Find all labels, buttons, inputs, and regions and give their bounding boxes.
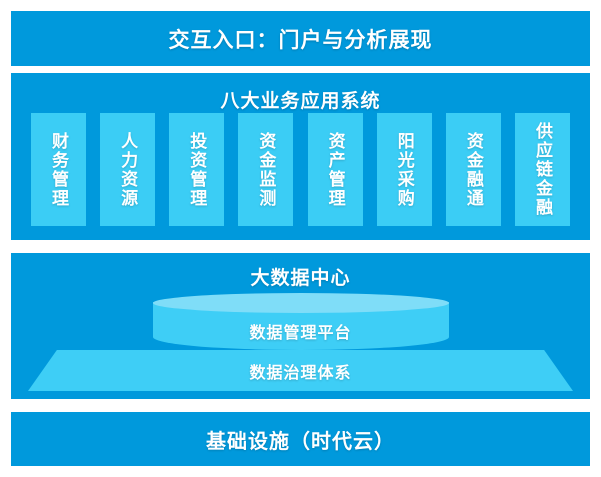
- bigdata-layer-title: 大数据中心: [250, 268, 351, 289]
- cylinder-top-ellipse-shape: [152, 293, 449, 313]
- bigdata-layer: 大数据中心 数据管理平台 数据治理体系: [11, 253, 590, 399]
- data-governance-label: 数据治理体系: [249, 364, 352, 382]
- application-box-label: 资金融通: [463, 131, 483, 208]
- application-box-label: 资产管理: [325, 131, 345, 208]
- application-box[interactable]: 资金融通: [445, 113, 501, 226]
- infrastructure-layer-title: 基础设施（时代云）: [206, 430, 395, 453]
- application-box[interactable]: 财务管理: [31, 113, 86, 226]
- application-box-row: 财务管理 人力资源 投资管理 资金监测 资产管理 阳光采购 资金融通 供应链金融: [31, 113, 570, 226]
- application-box-label: 资金监测: [256, 131, 276, 208]
- portal-layer-title: 交互入口：门户与分析展现: [168, 28, 433, 52]
- trapezoid-shape: [28, 350, 573, 391]
- application-box-label: 投资管理: [187, 131, 207, 208]
- application-box[interactable]: 资产管理: [307, 113, 363, 226]
- application-box-label: 人力资源: [118, 131, 138, 208]
- application-box-label: 供应链金融: [532, 122, 552, 217]
- application-box[interactable]: 投资管理: [169, 113, 225, 226]
- application-box[interactable]: 阳光采购: [376, 113, 432, 226]
- infrastructure-layer: 基础设施（时代云）: [11, 412, 590, 466]
- applications-layer-title: 八大业务应用系统: [220, 91, 381, 112]
- data-platform-cylinder[interactable]: 数据管理平台: [152, 293, 449, 355]
- portal-layer: 交互入口：门户与分析展现: [11, 11, 590, 66]
- application-box-label: 财务管理: [49, 131, 68, 208]
- data-platform-label: 数据管理平台: [249, 325, 352, 342]
- application-box[interactable]: 供应链金融: [514, 113, 570, 226]
- applications-layer: 八大业务应用系统 财务管理 人力资源 投资管理 资金监测 资产管理 阳光采购 资…: [11, 73, 590, 240]
- application-box-label: 阳光采购: [394, 131, 414, 208]
- data-governance-trapezoid[interactable]: 数据治理体系: [28, 350, 573, 391]
- application-box[interactable]: 人力资源: [100, 113, 156, 226]
- application-box[interactable]: 资金监测: [238, 113, 294, 226]
